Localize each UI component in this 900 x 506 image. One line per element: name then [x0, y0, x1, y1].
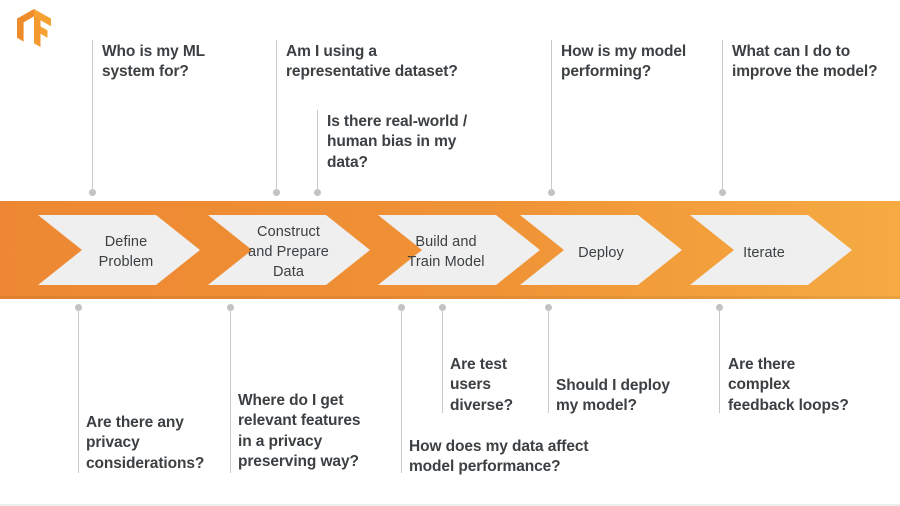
chevron-shape-4 — [520, 215, 682, 285]
connector-line-below-4 — [442, 308, 443, 413]
connector-line-below-6 — [719, 308, 720, 413]
question-above-who-for: Who is my ML system for? — [102, 43, 205, 81]
question-below-should-deploy: Should I deploy my model? — [556, 377, 670, 415]
connector-dot-above-2 — [273, 189, 280, 196]
connector-dot-below-4 — [439, 304, 446, 311]
stage-label-construct-prepare-data: Construct and Prepare Data — [248, 224, 329, 280]
chevron-shape-3 — [378, 215, 540, 285]
question-above-improve: What can I do to improve the model? — [732, 43, 878, 81]
connector-line-above-4 — [551, 40, 552, 192]
question-below-data-affect: How does my data affect model performanc… — [409, 438, 589, 476]
stage-label-build-train-model: Build and Train Model — [407, 234, 485, 270]
stage-label-iterate: Iterate — [743, 245, 785, 261]
chevron-shape-2 — [208, 215, 370, 285]
stage-label-deploy: Deploy — [578, 245, 624, 261]
connector-dot-below-6 — [716, 304, 723, 311]
connector-line-below-1 — [78, 308, 79, 473]
connector-dot-below-2 — [227, 304, 234, 311]
chevron-shape-1 — [38, 215, 200, 285]
chevron-shape-5 — [690, 215, 852, 285]
ml-pipeline-band — [0, 201, 900, 299]
question-below-features-privacy: Where do I get relevant features in a pr… — [238, 392, 361, 471]
connector-line-above-5 — [722, 40, 723, 192]
tensorflow-logo — [16, 8, 52, 48]
connector-dot-below-3 — [398, 304, 405, 311]
question-above-representative: Am I using a representative dataset? — [286, 43, 458, 81]
connector-dot-below-5 — [545, 304, 552, 311]
connector-dot-below-1 — [75, 304, 82, 311]
connector-line-above-3 — [317, 110, 318, 192]
connector-line-above-2 — [276, 40, 277, 192]
connector-dot-above-3 — [314, 189, 321, 196]
question-below-privacy: Are there any privacy considerations? — [86, 414, 205, 472]
stage-label-define-problem: Define Problem — [98, 234, 154, 270]
question-below-feedback-loops: Are there complex feedback loops? — [728, 356, 849, 414]
connector-line-below-3 — [401, 308, 402, 473]
connector-dot-above-4 — [548, 189, 555, 196]
question-below-test-users: Are test users diverse? — [450, 356, 513, 414]
connector-dot-above-5 — [719, 189, 726, 196]
connector-line-below-5 — [548, 308, 549, 413]
question-above-bias: Is there real-world / human bias in my d… — [327, 113, 468, 171]
connector-dot-above-1 — [89, 189, 96, 196]
connector-line-below-2 — [230, 308, 231, 473]
question-above-performing: How is my model performing? — [561, 43, 687, 81]
connector-line-above-1 — [92, 40, 93, 192]
